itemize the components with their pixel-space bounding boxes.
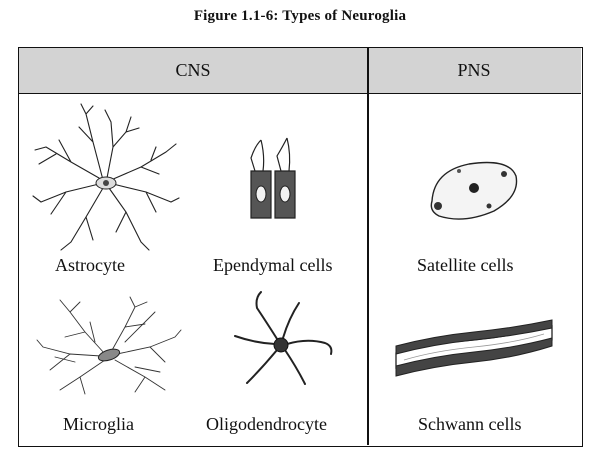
label-schwann-cells: Schwann cells	[418, 414, 522, 434]
label-satellite-cells: Satellite cells	[417, 255, 514, 275]
neuroglia-table: CNS PNS Astrocyte Ependymal cells	[18, 47, 583, 447]
figure-title: Figure 1.1-6: Types of Neuroglia	[193, 8, 407, 24]
label-ependymal-cells: Ependymal cells	[213, 255, 333, 275]
oligodendrocyte-illustration	[234, 291, 333, 385]
astrocyte-illustration	[32, 103, 180, 251]
ependymal-illustration	[250, 137, 296, 219]
column-header-pns: PNS	[367, 48, 581, 94]
label-astrocyte: Astrocyte	[55, 255, 125, 275]
label-microglia: Microglia	[63, 414, 134, 434]
label-oligodendrocyte: Oligodendrocyte	[206, 414, 327, 434]
microglia-illustration	[36, 296, 182, 395]
column-header-cns: CNS	[19, 48, 367, 94]
schwann-illustration	[395, 319, 553, 377]
column-divider	[367, 48, 369, 445]
satellite-illustration	[430, 161, 518, 220]
